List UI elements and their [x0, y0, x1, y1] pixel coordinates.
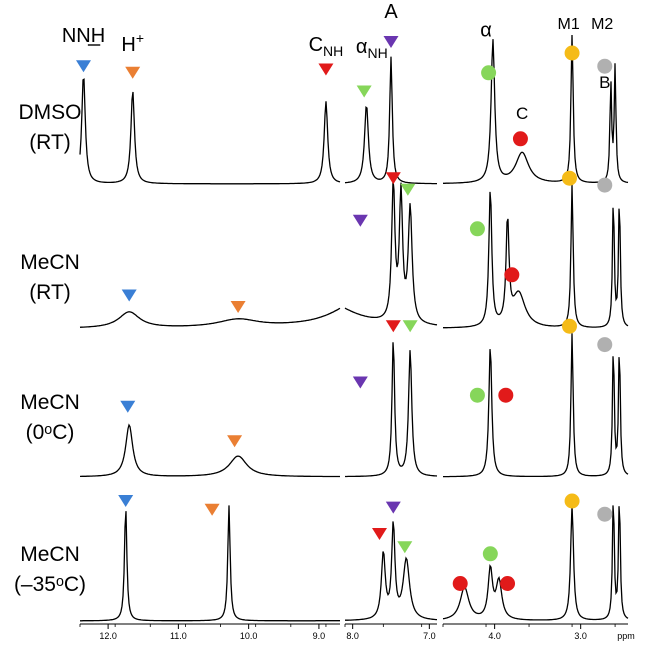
- row-label-mecn-0c: MeCN (0ᵒC): [0, 388, 100, 448]
- peak-label-subscript: NH: [323, 43, 343, 59]
- row-label-mecn-rt: MeCN (RT): [0, 248, 100, 308]
- spectrum-trace-segment: [345, 342, 438, 478]
- marker-green-circle: [469, 221, 485, 237]
- marker-green-circle: [469, 387, 485, 403]
- marker-gray-circle: [597, 506, 613, 522]
- marker-red-circle: [498, 387, 514, 403]
- peak-label: M1: [558, 16, 580, 33]
- marker-red-triangle: [385, 320, 401, 333]
- marker-purple-triangle: [383, 36, 399, 48]
- peak-label: CNH: [309, 34, 344, 59]
- row-label-dmso-rt: DMSO (RT): [0, 98, 100, 158]
- x-axis-tick-label: 4.0: [488, 631, 501, 641]
- marker-green-triangle: [397, 541, 413, 554]
- marker-blue-triangle: [76, 60, 92, 73]
- peak-label-superscript: +: [136, 30, 144, 46]
- marker-green-circle: [482, 546, 498, 562]
- peak-label: NNH: [62, 25, 105, 47]
- marker-green-circle: [481, 65, 497, 81]
- spectrum-3: [80, 333, 629, 478]
- marker-red-circle: [500, 576, 516, 591]
- marker-yellow-circle: [561, 170, 577, 186]
- marker-blue-triangle: [120, 400, 136, 413]
- peak-label: α: [480, 20, 492, 42]
- row-label-temperature: (0ᵒC): [25, 421, 75, 444]
- marker-purple-triangle: [352, 214, 368, 227]
- marker-green-triangle: [402, 320, 418, 333]
- row-label-solvent: DMSO: [18, 101, 82, 124]
- marker-red-circle: [452, 576, 468, 591]
- row-label-mecn-minus35c: MeCN (–35ᵒC): [0, 540, 100, 600]
- spectrum-trace-segment: [80, 505, 340, 622]
- peak-label: αNH: [356, 36, 388, 61]
- spectrum-2: [79, 179, 629, 329]
- spectrum-1: [79, 34, 629, 185]
- marker-red-triangle: [372, 528, 387, 540]
- marker-gray-circle: [597, 337, 613, 353]
- marker-green-triangle: [400, 183, 416, 196]
- marker-blue-triangle: [121, 289, 137, 302]
- spectrum-trace-segment: [80, 423, 340, 478]
- spectrum-trace-segment: [344, 56, 437, 185]
- marker-purple-triangle: [385, 501, 401, 514]
- row-label-solvent: MeCN: [20, 251, 80, 274]
- peak-label: H+: [121, 30, 144, 56]
- marker-yellow-circle: [564, 45, 580, 61]
- spectrum-4: [80, 505, 629, 622]
- spectrum-trace-segment: [442, 505, 629, 621]
- peak-label: M2: [591, 16, 613, 33]
- marker-red-triangle: [318, 63, 334, 76]
- peak-label: B: [599, 73, 610, 92]
- marker-yellow-circle: [561, 318, 577, 334]
- marker-orange-triangle: [227, 435, 243, 448]
- peak-label-subscript: NH: [367, 45, 387, 61]
- x-axis-tick-label: 12.0: [99, 631, 117, 641]
- x-axis-unit-label: ppm: [617, 631, 635, 641]
- x-axis-tick-label: 3.0: [574, 631, 587, 641]
- marker-green-triangle: [356, 85, 372, 98]
- marker-red-circle: [504, 267, 520, 283]
- row-label-solvent: MeCN: [20, 543, 80, 566]
- row-label-solvent: MeCN: [20, 391, 80, 414]
- spectrum-trace-segment: [344, 179, 438, 326]
- row-label-temperature: (RT): [29, 281, 71, 304]
- marker-blue-triangle: [118, 495, 134, 507]
- x-axis-tick-label: 7.0: [423, 631, 436, 641]
- spectrum-trace-segment: [345, 521, 437, 621]
- row-label-temperature: (–35ᵒC): [13, 573, 87, 596]
- spectrum-trace-segment: [79, 307, 341, 328]
- marker-orange-triangle: [204, 503, 220, 516]
- marker-orange-triangle: [125, 66, 141, 79]
- marker-yellow-circle: [564, 493, 580, 509]
- peak-label-main: α: [356, 36, 368, 58]
- peak-label-main: C: [309, 34, 323, 56]
- marker-red-triangle: [385, 172, 401, 185]
- spectrum-trace-segment: [443, 184, 629, 329]
- peak-label: A: [384, 1, 398, 23]
- marker-red-circle: [512, 131, 528, 147]
- marker-gray-circle: [597, 177, 613, 193]
- x-axis-tick-label: 11.0: [170, 631, 187, 641]
- x-axis-tick-label: 8.0: [346, 631, 359, 641]
- marker-gray-circle: [597, 58, 613, 74]
- spectrum-trace-segment: [79, 78, 341, 185]
- x-axis-tick-label: 9.0: [313, 631, 326, 641]
- peak-label-main: H: [121, 34, 135, 56]
- marker-purple-triangle: [352, 376, 368, 389]
- x-axis-tick-label: 10.0: [240, 631, 258, 641]
- spectrum-trace-segment: [443, 333, 629, 478]
- spectrum-trace-segment: [443, 34, 629, 184]
- row-label-temperature: (RT): [29, 131, 71, 154]
- peak-label: C: [516, 104, 528, 123]
- marker-orange-triangle: [230, 301, 246, 313]
